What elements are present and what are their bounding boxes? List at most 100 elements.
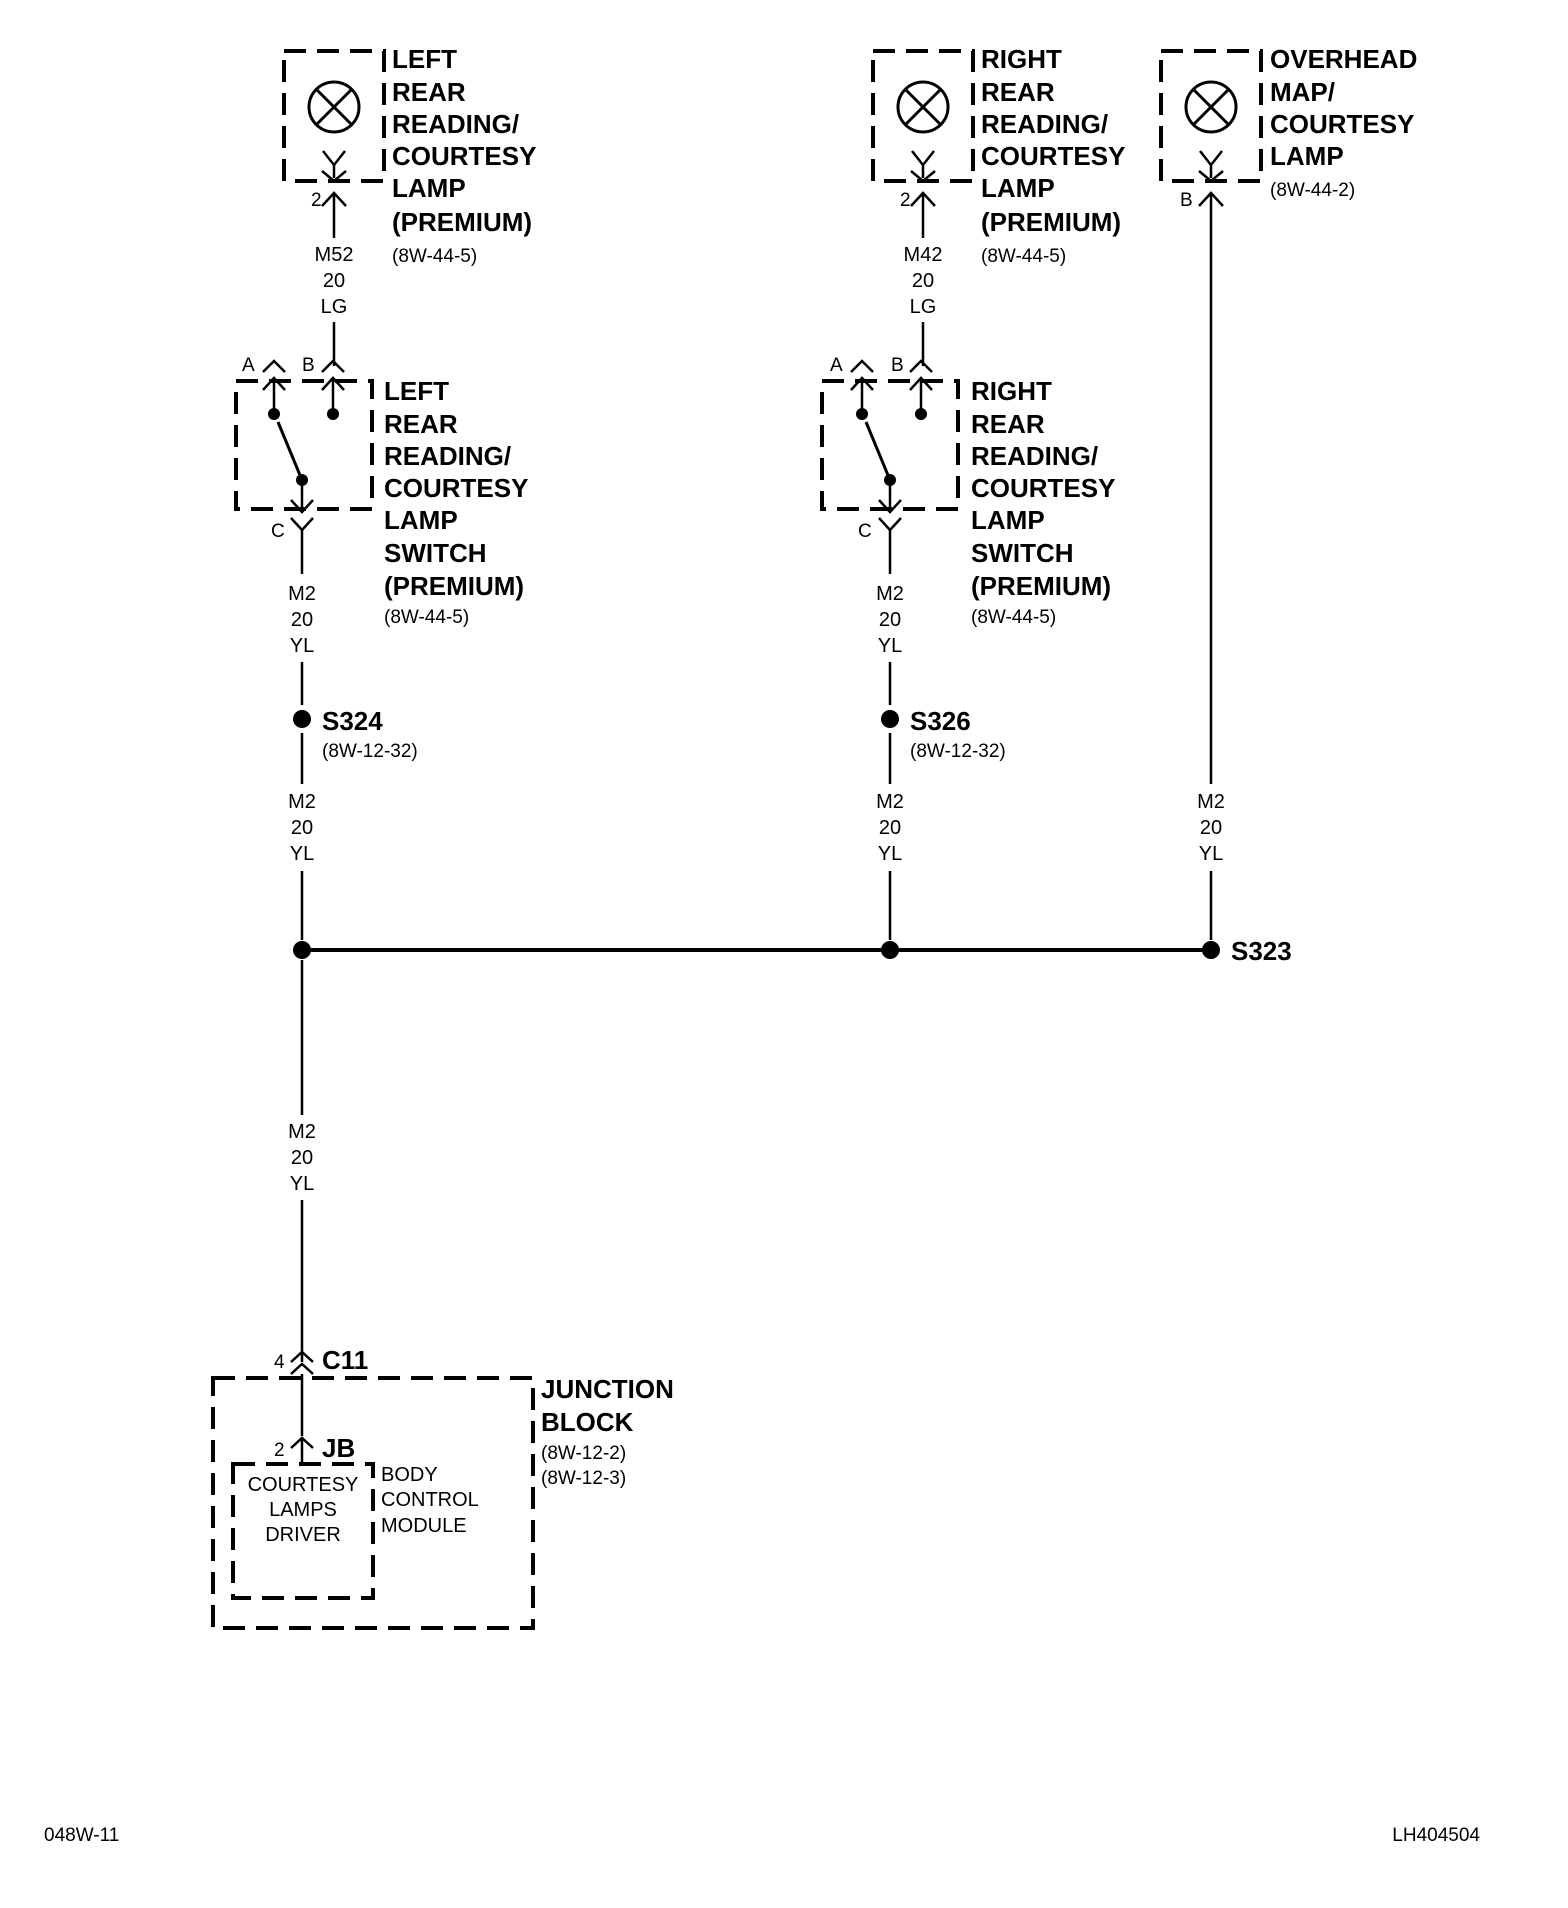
left-lamp-ref: (8W-44-5) xyxy=(392,246,477,267)
svg-text:M2: M2 xyxy=(288,583,316,605)
left-switch-pin-a: A xyxy=(242,355,255,376)
right-switch-pin-b: B xyxy=(891,355,904,376)
courtesy-driver-label-3: DRIVER xyxy=(265,1524,341,1546)
wire-m2-right-upper-label: M2 20 YL xyxy=(876,583,904,657)
right-lamp-label-4: COURTESY xyxy=(981,141,1125,171)
splice-s326-ref: (8W-12-32) xyxy=(910,741,1006,762)
svg-text:M2: M2 xyxy=(1197,791,1225,813)
junction-block-ref-1: (8W-12-2) xyxy=(541,1443,626,1464)
bus-line xyxy=(293,941,1220,959)
bcm-label-3: MODULE xyxy=(381,1515,467,1537)
svg-text:20: 20 xyxy=(291,1147,313,1169)
bcm-label-2: CONTROL xyxy=(381,1489,479,1511)
right-switch-pin-c: C xyxy=(858,521,872,542)
right-switch-contacts-icon xyxy=(850,359,933,574)
overhead-lamp: B OVERHEAD MAP/ COURTESY LAMP (8W-44-2) xyxy=(1159,44,1417,784)
footer-right: LH404504 xyxy=(1392,1825,1480,1846)
junction-block: 4 C11 JUNCTION BLOCK (8W-12-2) (8W-12-3)… xyxy=(211,1345,674,1630)
right-lamp-outline xyxy=(871,49,975,183)
left-lamp-pin: 2 xyxy=(311,190,322,211)
overhead-lamp-outline xyxy=(1159,49,1263,183)
left-switch-label-3: READING/ xyxy=(384,441,511,471)
left-lamp-terminal-icon xyxy=(321,150,347,238)
footer-left: 048W-11 xyxy=(44,1825,119,1846)
courtesy-driver-outline xyxy=(231,1462,375,1600)
right-lamp-bulb-icon xyxy=(896,80,950,134)
svg-text:LG: LG xyxy=(321,296,348,318)
junction-block-ref-2: (8W-12-3) xyxy=(541,1468,626,1489)
splice-s326-dot xyxy=(881,710,899,728)
svg-text:20: 20 xyxy=(323,270,345,292)
right-lamp-label-2: REAR xyxy=(981,77,1055,107)
right-lamp-label-5: LAMP xyxy=(981,173,1055,203)
left-switch-outline xyxy=(234,379,374,511)
svg-text:M42: M42 xyxy=(904,244,943,266)
left-lamp-label-4: COURTESY xyxy=(392,141,536,171)
wire-m2-right-lower-label: M2 20 YL xyxy=(876,791,904,865)
left-switch-pin-b: B xyxy=(302,355,315,376)
svg-text:LG: LG xyxy=(910,296,937,318)
svg-text:20: 20 xyxy=(291,609,313,631)
jb-pin: 2 xyxy=(274,1440,285,1461)
jb-label: JB xyxy=(322,1433,355,1463)
splice-s326-label: S326 xyxy=(910,706,971,736)
svg-text:YL: YL xyxy=(290,1173,314,1195)
right-lamp-label-6: (PREMIUM) xyxy=(981,207,1121,237)
right-switch-label-1: RIGHT xyxy=(971,376,1052,406)
c11-label: C11 xyxy=(322,1345,368,1375)
svg-text:M52: M52 xyxy=(315,244,354,266)
overhead-lamp-pin: B xyxy=(1180,190,1193,211)
left-lamp-label-1: LEFT xyxy=(392,44,457,74)
right-switch-label-2: REAR xyxy=(971,409,1045,439)
svg-text:20: 20 xyxy=(291,817,313,839)
overhead-lamp-terminal-icon xyxy=(1198,150,1224,784)
svg-text:YL: YL xyxy=(878,635,902,657)
svg-text:YL: YL xyxy=(1199,843,1223,865)
right-lamp-ref: (8W-44-5) xyxy=(981,246,1066,267)
splice-s323-dot xyxy=(1202,941,1220,959)
left-switch-pin-c: C xyxy=(271,521,285,542)
right-lamp-label-1: RIGHT xyxy=(981,44,1062,74)
right-switch-pin-a: A xyxy=(830,355,843,376)
overhead-lamp-label-1: OVERHEAD xyxy=(1270,44,1417,74)
wire-m2-main-label: M2 20 YL xyxy=(288,1121,316,1195)
left-switch-label-5: LAMP xyxy=(384,505,458,535)
svg-text:M2: M2 xyxy=(876,583,904,605)
svg-text:20: 20 xyxy=(879,609,901,631)
junction-block-label-2: BLOCK xyxy=(541,1407,634,1437)
right-lamp-terminal-icon xyxy=(910,150,936,238)
overhead-lamp-ref: (8W-44-2) xyxy=(1270,180,1355,201)
right-lamp-pin: 2 xyxy=(900,190,911,211)
wire-m42-label: M42 20 LG xyxy=(904,244,943,318)
svg-text:M2: M2 xyxy=(288,791,316,813)
courtesy-driver-label-2: LAMPS xyxy=(269,1499,337,1521)
wire-m52-label: M52 20 LG xyxy=(315,244,354,318)
svg-text:20: 20 xyxy=(912,270,934,292)
overhead-lamp-bulb-icon xyxy=(1184,80,1238,134)
left-switch-ref: (8W-44-5) xyxy=(384,607,469,628)
left-rear-switch: A B C LEFT REAR READING/ COURTESY LAMP xyxy=(234,355,528,628)
wire-m2-overhead-label: M2 20 YL xyxy=(1197,791,1225,865)
right-lamp-label-3: READING/ xyxy=(981,109,1108,139)
wire-m2-left-upper-label: M2 20 YL xyxy=(288,583,316,657)
right-switch-label-7: (PREMIUM) xyxy=(971,571,1111,601)
wire-m2-left-lower-label: M2 20 YL xyxy=(288,791,316,865)
right-switch-label-4: COURTESY xyxy=(971,473,1115,503)
svg-text:M2: M2 xyxy=(288,1121,316,1143)
left-lamp-label-2: REAR xyxy=(392,77,466,107)
junction-block-outline xyxy=(211,1376,535,1630)
left-switch-label-2: REAR xyxy=(384,409,458,439)
svg-text:YL: YL xyxy=(290,843,314,865)
left-lamp-outline xyxy=(282,49,386,183)
right-switch-ref: (8W-44-5) xyxy=(971,607,1056,628)
svg-text:M2: M2 xyxy=(876,791,904,813)
bcm-label-1: BODY xyxy=(381,1464,438,1486)
junction-block-label-1: JUNCTION xyxy=(541,1374,674,1404)
jb-connector-icon xyxy=(290,1436,314,1462)
splice-s324-ref: (8W-12-32) xyxy=(322,741,418,762)
svg-text:20: 20 xyxy=(879,817,901,839)
left-lamp-bulb-icon xyxy=(307,80,361,134)
overhead-lamp-label-4: LAMP xyxy=(1270,141,1344,171)
overhead-lamp-label-2: MAP/ xyxy=(1270,77,1335,107)
left-switch-label-4: COURTESY xyxy=(384,473,528,503)
